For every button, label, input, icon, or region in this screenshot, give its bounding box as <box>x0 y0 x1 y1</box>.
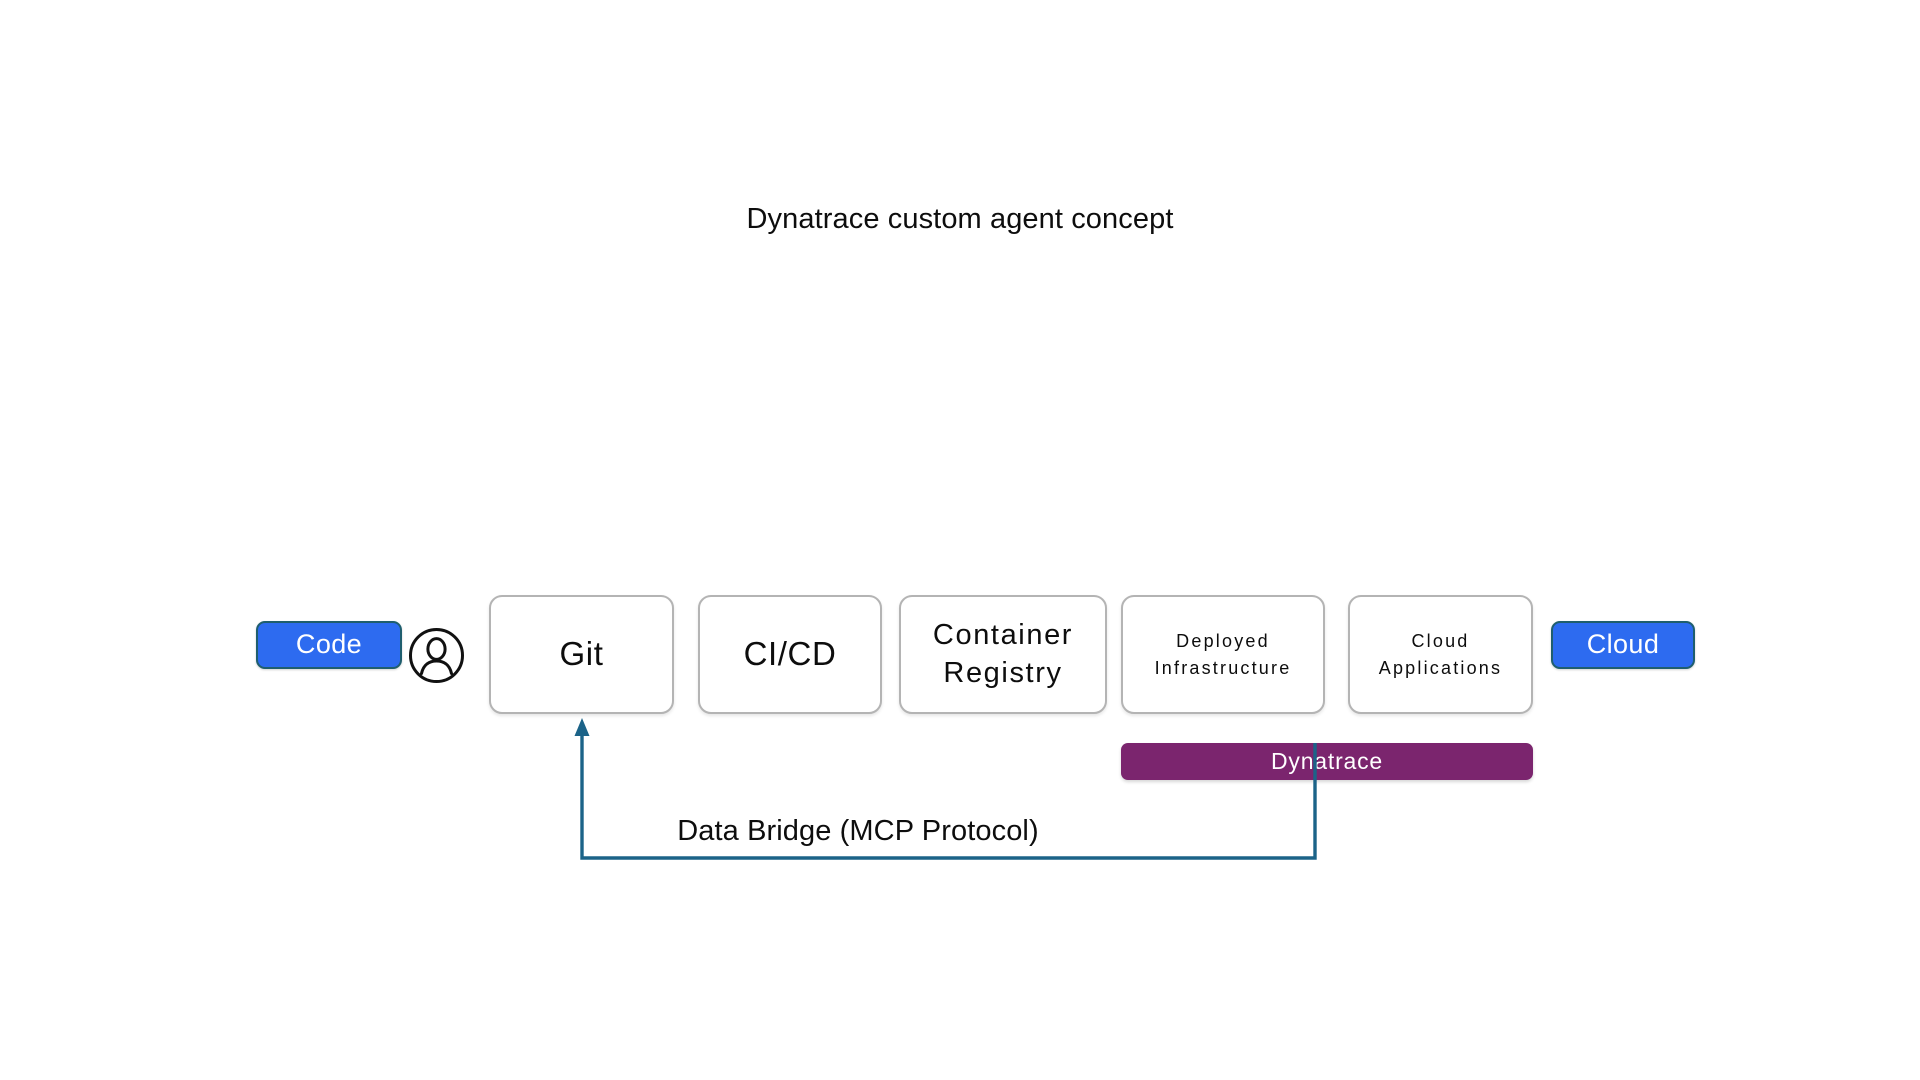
user-icon <box>409 628 464 683</box>
stage-label-line: Applications <box>1378 657 1503 678</box>
code-badge[interactable]: Code <box>256 621 402 669</box>
bridge-path <box>580 735 1317 860</box>
stage-label-line: Infrastructure <box>1154 657 1292 678</box>
stage-label-cicd: CI/CD <box>743 635 837 673</box>
stage-label-line: Container <box>932 619 1074 652</box>
stage-label-deployed-infrastructure: Deployed Infrastructure <box>1155 628 1292 680</box>
stage-label-container-registry: Container Registry <box>933 617 1073 691</box>
bridge-arrowhead-icon <box>574 718 590 736</box>
bridge-label-wrap: Data Bridge (MCP Protocol) <box>0 815 1920 848</box>
dynatrace-overlay-bar[interactable]: Dynatrace <box>1121 743 1533 780</box>
stage-label-line: Registry <box>943 656 1063 689</box>
stage-box-cloud-applications[interactable]: Cloud Applications <box>1348 595 1533 714</box>
stage-box-container-registry[interactable]: Container Registry <box>899 595 1107 714</box>
data-bridge-connector <box>574 718 1317 860</box>
page-title: Dynatrace custom agent concept <box>746 203 1174 235</box>
stage-label-cloud-applications: Cloud Applications <box>1379 628 1502 680</box>
stage-label-line: Cloud <box>1411 631 1470 652</box>
data-bridge-label: Data Bridge (MCP Protocol) <box>667 815 1049 847</box>
stage-box-git[interactable]: Git <box>489 595 674 714</box>
stage-box-deployed-infrastructure[interactable]: Deployed Infrastructure <box>1121 595 1325 714</box>
stage-box-cicd[interactable]: CI/CD <box>698 595 882 714</box>
stage-label-line: Deployed <box>1176 631 1270 652</box>
cloud-badge[interactable]: Cloud <box>1551 621 1695 669</box>
stage-label-git: Git <box>559 635 604 673</box>
